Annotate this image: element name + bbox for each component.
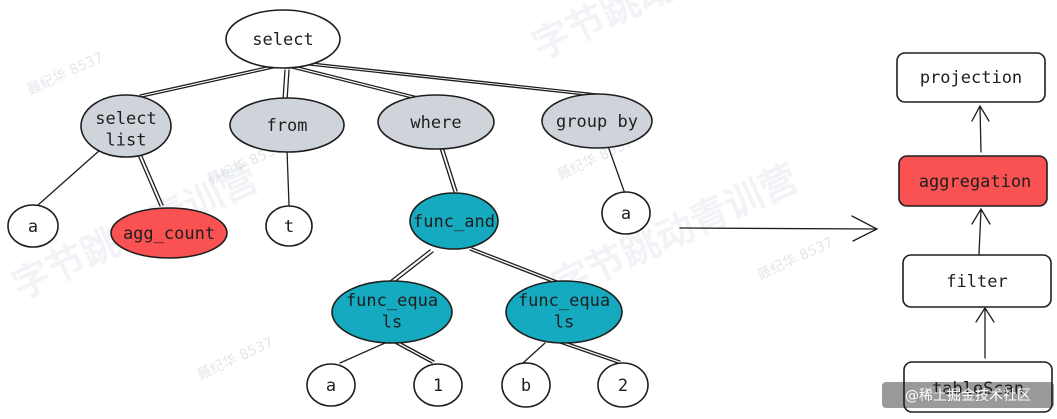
op-filter: filter bbox=[902, 254, 1052, 308]
node-select: select bbox=[225, 9, 341, 69]
op-aggregation-label: aggregation bbox=[919, 172, 1032, 192]
edge-equals1-1 bbox=[394, 340, 435, 364]
node-2-label: 2 bbox=[618, 376, 628, 396]
op-projection-box bbox=[896, 52, 1046, 103]
edge-selectlist-a bbox=[37, 149, 101, 206]
edge-equals2-2 bbox=[559, 340, 621, 364]
node-a-select: a bbox=[7, 204, 59, 248]
node-from-shape bbox=[229, 97, 345, 153]
footer-credit: @稀土掘金技术社区 bbox=[882, 382, 1054, 408]
node-group-by-shape bbox=[541, 93, 653, 149]
pipeline: projection aggregation filter tableScan bbox=[896, 52, 1053, 413]
node-a-groupby-shape bbox=[601, 191, 651, 235]
node-t-label: t bbox=[284, 217, 294, 237]
node-agg-count-label: agg_count bbox=[123, 224, 215, 244]
edge-equals1-a bbox=[339, 342, 386, 364]
edge-from-t bbox=[286, 149, 290, 206]
edge-equals2-b bbox=[522, 342, 546, 364]
pipeline-arrow-filter-aggregation bbox=[971, 207, 991, 255]
node-1-shape bbox=[413, 363, 463, 407]
node-a-groupby: a bbox=[601, 191, 651, 235]
edge-selectlist-aggcount bbox=[137, 153, 164, 207]
node-select-list-shape bbox=[80, 94, 172, 158]
node-from: from bbox=[229, 97, 345, 153]
transform-arrow bbox=[679, 215, 879, 242]
node-b-shape bbox=[501, 362, 551, 408]
transform-arrow-shaft bbox=[679, 227, 877, 230]
op-projection-label: projection bbox=[920, 68, 1022, 88]
node-a-select-shape bbox=[7, 204, 59, 248]
node-2-shape bbox=[597, 362, 649, 408]
node-a-select-label: a bbox=[28, 217, 38, 237]
edge-select-where bbox=[291, 65, 423, 101]
node-select-shape bbox=[225, 9, 341, 69]
node-where: where bbox=[377, 94, 495, 150]
node-agg-count-shape bbox=[110, 207, 228, 259]
edge-select-groupby bbox=[299, 61, 598, 97]
node-2: 2 bbox=[597, 362, 649, 408]
footer-credit-bg bbox=[882, 382, 1054, 408]
edge-select-selectlist bbox=[139, 63, 283, 98]
edge-groupby-a bbox=[607, 145, 625, 192]
node-b-label: b bbox=[521, 376, 531, 396]
text-line: func_equa bbox=[518, 291, 610, 311]
node-func-and-shape bbox=[409, 192, 499, 250]
text-line: ls bbox=[382, 312, 402, 332]
node-agg-count: agg_count bbox=[110, 207, 228, 259]
node-func-equals-2-shape bbox=[505, 280, 623, 344]
node-select-label: select bbox=[252, 30, 313, 50]
edge-where-funcand bbox=[439, 146, 458, 193]
footer-credit-text: @稀土掘金技术社区 bbox=[905, 388, 1031, 404]
op-aggregation: aggregation bbox=[898, 155, 1048, 207]
node-b: b bbox=[501, 362, 551, 408]
edge-select-from bbox=[282, 69, 290, 101]
op-tablescan-label: tableScan bbox=[932, 379, 1024, 399]
op-filter-label: filter bbox=[946, 272, 1007, 292]
node-t: t bbox=[265, 205, 313, 247]
watermark-tag: 聂纪华 8537 bbox=[755, 234, 836, 283]
watermark-tag: 聂纪华 8537 bbox=[195, 334, 276, 383]
watermark-text: 字节跳动青训营 bbox=[525, 0, 785, 68]
node-where-shape bbox=[377, 94, 495, 150]
node-a-groupby-label: a bbox=[621, 204, 631, 224]
watermark-tag: 聂纪华 8537 bbox=[25, 49, 106, 98]
pipeline-arrow-tablescan-filter bbox=[975, 306, 995, 359]
node-func-equals-1-shape bbox=[331, 280, 453, 344]
node-from-label: from bbox=[267, 116, 308, 136]
node-t-shape bbox=[265, 205, 313, 247]
node-func-and-label: func_and bbox=[413, 212, 495, 232]
op-projection: projection bbox=[896, 52, 1046, 103]
node-a-equals: a bbox=[306, 363, 356, 407]
text-line: ls bbox=[554, 312, 574, 332]
node-1-label: 1 bbox=[433, 376, 443, 396]
node-group-by: group by bbox=[541, 93, 653, 149]
op-tablescan-box bbox=[903, 361, 1053, 413]
node-1: 1 bbox=[413, 363, 463, 407]
transform-arrow-head bbox=[851, 215, 879, 242]
pipeline-arrow-aggregation-projection bbox=[971, 104, 990, 153]
text-line: select bbox=[95, 109, 156, 129]
op-tablescan: tableScan bbox=[903, 361, 1053, 413]
op-aggregation-box bbox=[898, 155, 1048, 207]
edge-funcand-equals2 bbox=[469, 247, 558, 284]
text-line: func_equa bbox=[346, 291, 438, 311]
text-line: list bbox=[106, 130, 147, 150]
node-group-by-label: group by bbox=[556, 112, 638, 132]
node-where-label: where bbox=[410, 113, 461, 133]
node-a-equals-label: a bbox=[326, 376, 336, 396]
node-a-equals-shape bbox=[306, 363, 356, 407]
op-filter-box bbox=[902, 254, 1052, 308]
node-func-and: func_and bbox=[409, 192, 499, 250]
